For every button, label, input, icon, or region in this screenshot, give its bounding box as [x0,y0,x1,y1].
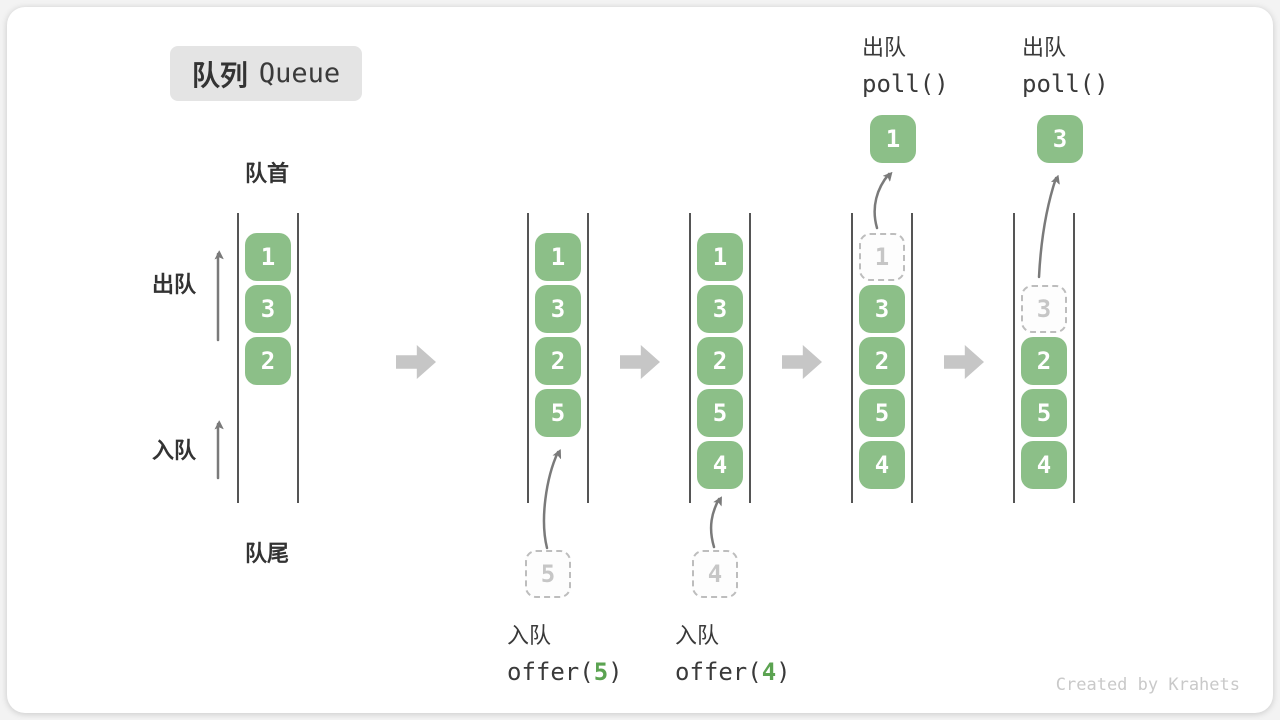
label-queue-front: 队首 [245,162,290,187]
queue-item-box: 3 [859,285,905,333]
queue-item-box: 4 [859,441,905,489]
queue-item-box: 2 [245,337,291,385]
watermark: Created by Krahets [1055,675,1240,695]
queue-rails [237,213,299,503]
op-code: poll() [862,70,949,98]
queue-item-box: 4 [697,441,743,489]
popped-item-box: 3 [1037,115,1083,163]
queue-item-box: 5 [535,389,581,437]
op-fn: offer( [507,658,594,686]
operation-label-poll-1: 出队 poll() [862,30,949,98]
queue-item-box: 2 [535,337,581,385]
op-code: offer(4) [675,658,791,686]
label-queue-rear: 队尾 [245,542,290,567]
queue-item-box: 1 [535,233,581,281]
operation-label-offer-4: 入队 offer(4) [675,618,791,686]
queue-item-box: 2 [1021,337,1067,385]
label-dequeue: 出队 [152,273,197,298]
popped-item-box: 1 [870,115,916,163]
queue-item-box: 2 [859,337,905,385]
queue-rails [1013,213,1075,503]
label-enqueue: 入队 [152,439,197,464]
queue-rails [527,213,589,503]
title-zh: 队列 [191,58,248,92]
title-en: Queue [258,58,341,89]
op-zh: 出队 [1022,36,1067,61]
queue-item-box: 5 [859,389,905,437]
title-badge: 队列 Queue [170,46,362,101]
operation-label-offer-5: 入队 offer(5) [507,618,623,686]
queue-item-box: 3 [697,285,743,333]
op-code: poll() [1022,70,1109,98]
queue-item-box: 5 [697,389,743,437]
op-close: ) [608,658,623,686]
queue-rails [689,213,751,503]
queue-item-box: 4 [1021,441,1067,489]
op-zh: 出队 [862,36,907,61]
queue-item-box: 3 [245,285,291,333]
op-zh: 入队 [507,624,552,649]
queue-item-box: 3 [535,285,581,333]
removed-ghost-box: 1 [859,233,905,281]
queue-item-box: 2 [697,337,743,385]
op-arg: 4 [761,658,777,686]
incoming-ghost-box: 5 [525,550,571,598]
op-arg: 5 [593,658,609,686]
removed-ghost-box: 3 [1021,285,1067,333]
queue-item-box: 5 [1021,389,1067,437]
queue-rails [851,213,913,503]
op-fn: offer( [675,658,762,686]
op-code: offer(5) [507,658,623,686]
op-zh: 入队 [675,624,720,649]
queue-item-box: 1 [245,233,291,281]
incoming-ghost-box: 4 [692,550,738,598]
queue-item-box: 1 [697,233,743,281]
operation-label-poll-3: 出队 poll() [1022,30,1109,98]
op-close: ) [776,658,791,686]
